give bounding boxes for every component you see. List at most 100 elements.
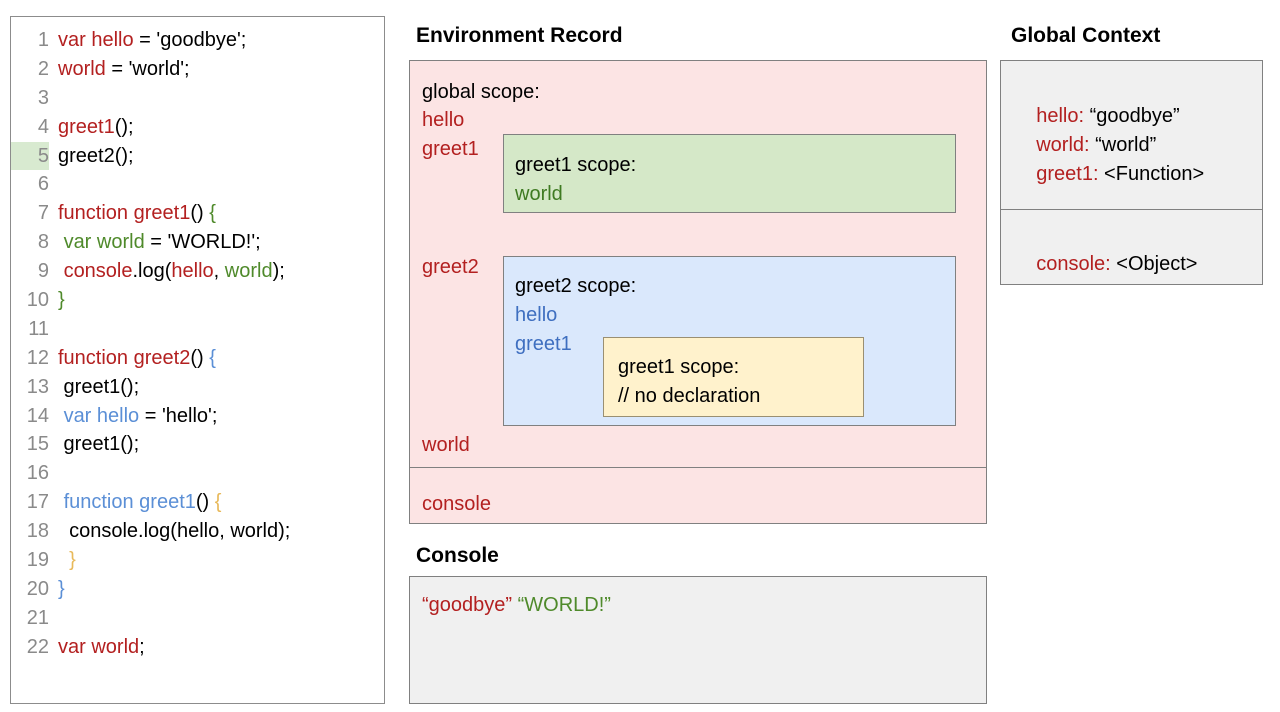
code-token: ); (272, 260, 285, 283)
code-token: { (209, 202, 216, 225)
code-token: } (58, 289, 65, 312)
line-number: 12 (26, 346, 49, 369)
code-token: } (58, 577, 65, 600)
greet2-scope-box: greet2 scope: hello greet1 greet1 scope:… (503, 256, 956, 426)
line-number: 2 (37, 57, 49, 80)
code-token: = 'WORLD!'; (144, 231, 261, 254)
env-binding-console: console (422, 493, 491, 515)
code-line[interactable]: 17 function greet1() { (11, 488, 384, 517)
code-line[interactable]: 9 console.log(hello, world); (11, 257, 384, 286)
code-token: .log( (132, 260, 172, 283)
code-token: var world (58, 635, 140, 658)
global-context-key: hello: (1036, 105, 1085, 127)
code-line[interactable]: 18 console.log(hello, world); (11, 517, 384, 546)
code-line[interactable]: 8 var world = 'WORLD!'; (11, 228, 384, 257)
code-token: function greet1 (58, 202, 191, 225)
console-heading: Console (416, 544, 499, 567)
code-token: hello (171, 260, 214, 283)
code-line[interactable]: 6 (11, 170, 384, 199)
global-context-heading: Global Context (1011, 24, 1161, 47)
line-number: 4 (37, 115, 49, 138)
environment-record-heading: Environment Record (416, 24, 623, 47)
line-number: 22 (26, 635, 49, 658)
code-line-text: world = 'world'; (49, 55, 190, 84)
greet1-scope-box: greet1 scope: world (503, 134, 956, 213)
code-token: ; (139, 635, 145, 658)
code-line-text: function greet2() { (49, 344, 216, 373)
global-context-entry-hello: hello: “goodbye” (1014, 80, 1180, 152)
code-line-text: greet1(); (49, 430, 140, 459)
line-number: 1 (37, 29, 49, 51)
global-context-value: “goodbye” (1084, 105, 1180, 127)
code-line-text: console.log(hello, world); (49, 517, 290, 546)
greet2-scope-binding-greet1: greet1 (515, 333, 572, 355)
console-output-segment: “WORLD!” (517, 594, 611, 616)
line-number: 11 (28, 317, 49, 340)
greet2-scope-title: greet2 scope: (515, 275, 637, 297)
global-context-key: greet1: (1036, 163, 1099, 185)
line-number: 15 (26, 433, 49, 456)
console-output-segment: “goodbye” (422, 594, 513, 616)
line-number: 21 (26, 606, 49, 629)
line-number: 13 (26, 375, 49, 398)
code-line-text: } (49, 286, 65, 315)
code-line-text: greet2(); (49, 142, 134, 171)
code-line[interactable]: 10} (11, 286, 384, 315)
line-number: 19 (26, 549, 49, 572)
code-token: greet1 (58, 115, 115, 138)
line-number: 18 (26, 520, 49, 543)
env-binding-greet2: greet2 (422, 256, 479, 278)
code-line[interactable]: 21 (11, 604, 384, 633)
code-line[interactable]: 22 var world; (11, 633, 384, 662)
code-line-text: function greet1() { (49, 488, 222, 517)
greet1-scope-binding-world: world (515, 183, 563, 205)
code-token: greet2(); (58, 144, 134, 167)
code-token: world (58, 57, 106, 80)
code-token: var world (63, 231, 145, 254)
env-binding-world: world (422, 434, 470, 456)
greet1-inner-scope-note: // no declaration (618, 385, 761, 407)
greet1-inner-scope-title: greet1 scope: (618, 356, 740, 378)
line-number: 20 (26, 577, 49, 600)
code-line[interactable]: 16 (11, 459, 384, 488)
code-line[interactable]: 19 } (11, 546, 384, 575)
global-context-value: <Object> (1110, 253, 1198, 275)
environment-record-panel: global scope: hello greet1 greet2 world … (409, 60, 987, 524)
code-token: = 'world'; (105, 57, 190, 80)
global-context-value: “world” (1089, 134, 1157, 156)
line-number: 7 (37, 202, 49, 225)
greet1-scope-title: greet1 scope: (515, 154, 637, 176)
code-line[interactable]: 3 (11, 84, 384, 113)
code-line[interactable]: 20} (11, 575, 384, 604)
code-token (58, 549, 69, 571)
code-token: greet1(); (58, 375, 140, 398)
code-line[interactable]: 14 var hello = 'hello'; (11, 402, 384, 431)
code-line[interactable]: 15 greet1(); (11, 430, 384, 459)
code-token: { (214, 491, 222, 514)
code-token: } (69, 549, 76, 572)
line-number: 8 (37, 231, 49, 254)
greet1-inner-scope-box: greet1 scope: // no declaration (603, 337, 864, 417)
global-context-key: console: (1036, 253, 1111, 275)
code-line[interactable]: 11 (11, 315, 384, 344)
global-context-entry-console: console: <Object> (1014, 228, 1197, 300)
code-line-text: } (49, 575, 65, 604)
code-line-text: var hello = 'hello'; (49, 402, 218, 431)
code-token: function greet1 (63, 491, 196, 514)
code-line-text: } (49, 546, 76, 575)
code-token: function greet2 (58, 346, 191, 369)
code-token: = 'hello'; (139, 404, 218, 427)
code-line-text: function greet1() { (49, 199, 216, 228)
code-line[interactable]: 13 greet1(); (11, 373, 384, 402)
console-panel: “goodbye” “WORLD!” (409, 576, 987, 704)
line-number: 6 (37, 173, 49, 196)
code-line-text: var hello = 'goodbye'; (49, 26, 246, 55)
